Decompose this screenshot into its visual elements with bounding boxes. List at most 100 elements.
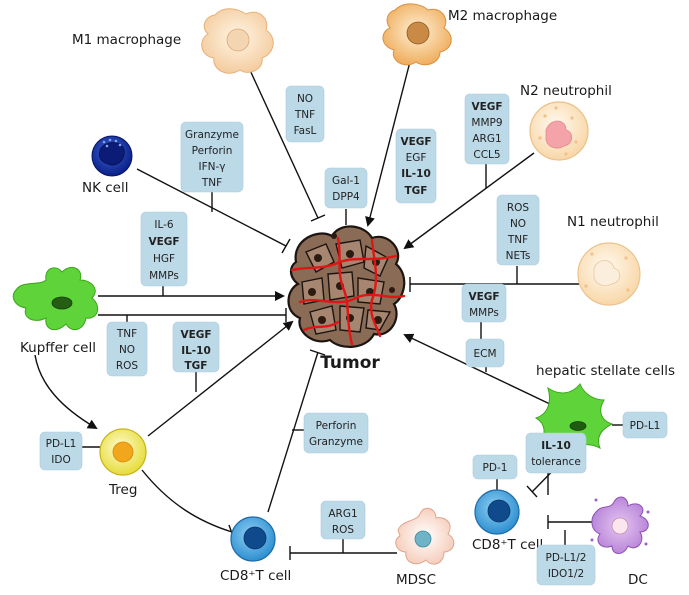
- mdsc-factors-box: ARG1 ROS: [320, 500, 366, 540]
- n2-factors-box: VEGF MMP9 ARG1 CCL5: [464, 93, 510, 165]
- svg-text:Perforin: Perforin: [192, 145, 233, 157]
- tumor-mass: [287, 225, 406, 348]
- dc-label: DC: [628, 572, 648, 588]
- svg-text:VEGF: VEGF: [468, 291, 499, 303]
- n1-neutrophil-label: N1 neutrophil: [567, 214, 659, 230]
- svg-text:TNF: TNF: [507, 234, 528, 246]
- svg-text:MMPs: MMPs: [149, 270, 179, 282]
- nk-inhibit-bar: [281, 238, 291, 254]
- svg-text:TNF: TNF: [116, 328, 137, 340]
- m1-to-tumor-line: [248, 67, 319, 219]
- kupffer-top-factors-box: IL-6 VEGF HGF MMPs: [140, 211, 188, 287]
- svg-text:IFN-γ: IFN-γ: [199, 161, 226, 173]
- m1-macrophage-label: M1 macrophage: [72, 32, 181, 48]
- cd8-pd1-box: PD-1: [472, 454, 518, 480]
- svg-text:VEGF: VEGF: [148, 236, 179, 248]
- treg-to-tumor-arrow: [147, 320, 294, 437]
- cd8-perforin-box: Perforin Granzyme: [303, 412, 369, 454]
- svg-text:Gal-1: Gal-1: [332, 175, 360, 187]
- svg-text:TNF: TNF: [294, 109, 315, 121]
- m2-to-tumor-arrow: [365, 49, 414, 227]
- svg-text:VEGF: VEGF: [471, 101, 502, 113]
- svg-text:Granzyme: Granzyme: [185, 129, 239, 141]
- svg-text:IDO: IDO: [51, 454, 70, 466]
- nk-cell-label: NK cell: [82, 180, 128, 196]
- svg-text:CCL5: CCL5: [473, 149, 500, 161]
- svg-text:tolerance: tolerance: [531, 456, 581, 468]
- svg-text:DPP4: DPP4: [332, 191, 360, 203]
- svg-text:NO: NO: [297, 93, 313, 105]
- kupffer-bottom-factors-box: TNF NO ROS: [106, 321, 148, 377]
- svg-text:ROS: ROS: [332, 524, 355, 536]
- svg-text:PD-L1: PD-L1: [630, 420, 661, 432]
- svg-text:VEGF: VEGF: [180, 329, 211, 341]
- stellate-to-tumor-arrow: [403, 333, 553, 406]
- kupffer-cell: [12, 267, 99, 331]
- svg-text:HGF: HGF: [153, 253, 175, 265]
- cd8-t-cell-right: [474, 489, 520, 535]
- nk-factors-box: Granzyme Perforin IFN-γ TNF: [180, 121, 244, 193]
- m1-factors-box: NO TNF FasL: [285, 85, 325, 143]
- gal-dpp4-box: Gal-1 DPP4: [324, 167, 368, 209]
- svg-text:FasL: FasL: [294, 125, 317, 137]
- cd8-inhibit-bar: [309, 349, 326, 356]
- treg-label: Treg: [108, 482, 137, 498]
- svg-text:ROS: ROS: [507, 202, 530, 214]
- tumor-label: Tumor: [320, 353, 380, 373]
- svg-text:ARG1: ARG1: [472, 133, 501, 145]
- mdsc-cell: [395, 507, 455, 565]
- nk-cell: [91, 135, 133, 177]
- hepatic-stellate-label: hepatic stellate cells: [536, 363, 675, 379]
- n2-to-tumor-arrow: [403, 152, 535, 250]
- n1-factors-box: ROS NO TNF NETs: [496, 194, 540, 266]
- svg-text:IL-10: IL-10: [181, 345, 211, 357]
- svg-text:TGF: TGF: [405, 185, 428, 197]
- n1-neutrophil-cell: [577, 242, 641, 306]
- svg-text:ECM: ECM: [473, 348, 496, 360]
- svg-text:IL-6: IL-6: [154, 219, 174, 231]
- svg-text:ARG1: ARG1: [328, 508, 357, 520]
- svg-text:EGF: EGF: [406, 152, 427, 164]
- stellate-pdl1-box: PD-L1: [622, 411, 668, 439]
- svg-text:Granzyme: Granzyme: [309, 436, 363, 448]
- m2-macrophage-label: M2 macrophage: [448, 8, 557, 24]
- svg-text:MMPs: MMPs: [469, 307, 499, 319]
- kupffer-to-treg-arrow: [34, 354, 98, 430]
- svg-text:PD-L1/2: PD-L1/2: [546, 552, 587, 564]
- svg-text:IDO1/2: IDO1/2: [548, 568, 584, 580]
- mdsc-label: MDSC: [396, 572, 436, 588]
- dc-factors-box: PD-L1/2 IDO1/2: [536, 544, 596, 586]
- treg-cell: [99, 428, 147, 476]
- kupffer-cell-label: Kupffer cell: [20, 340, 96, 356]
- treg-factors-box: VEGF IL-10 TGF: [172, 321, 220, 373]
- svg-text:IL-10: IL-10: [401, 168, 431, 180]
- m1-macrophage-cell: [201, 8, 274, 74]
- n2-neutrophil-cell: [529, 101, 589, 161]
- treg-pdl1-box: PD-L1 IDO: [39, 431, 83, 471]
- svg-text:TNF: TNF: [201, 177, 222, 189]
- stellate-ecm-box: ECM: [465, 338, 505, 368]
- cd8-t-cell-left: [230, 516, 276, 562]
- treg-to-cd8-line: [141, 469, 233, 533]
- cd8-t-cell-left-label: CD8⁺T cell: [220, 568, 291, 584]
- svg-text:MMP9: MMP9: [471, 117, 502, 129]
- svg-text:NO: NO: [119, 344, 135, 356]
- cd8-to-tumor-line: [267, 351, 319, 513]
- svg-text:IL-10: IL-10: [541, 440, 571, 452]
- svg-text:PD-L1: PD-L1: [46, 438, 77, 450]
- svg-text:PD-1: PD-1: [483, 462, 508, 474]
- svg-text:ROS: ROS: [116, 360, 139, 372]
- svg-text:NO: NO: [510, 218, 526, 230]
- dc-cell: [590, 496, 650, 554]
- n2-neutrophil-label: N2 neutrophil: [520, 83, 612, 99]
- svg-text:VEGF: VEGF: [400, 136, 431, 148]
- stellate-vegf-box: VEGF MMPs: [461, 283, 507, 323]
- m1-inhibit-bar: [310, 214, 326, 222]
- cd8-t-cell-right-label: CD8⁺T cell: [472, 537, 543, 553]
- svg-text:TGF: TGF: [185, 360, 208, 372]
- svg-text:Perforin: Perforin: [316, 420, 357, 432]
- m2-factors-box: VEGF EGF IL-10 TGF: [395, 128, 437, 204]
- svg-text:NETs: NETs: [506, 250, 531, 262]
- il10-tolerance-box: IL-10 tolerance: [525, 432, 587, 474]
